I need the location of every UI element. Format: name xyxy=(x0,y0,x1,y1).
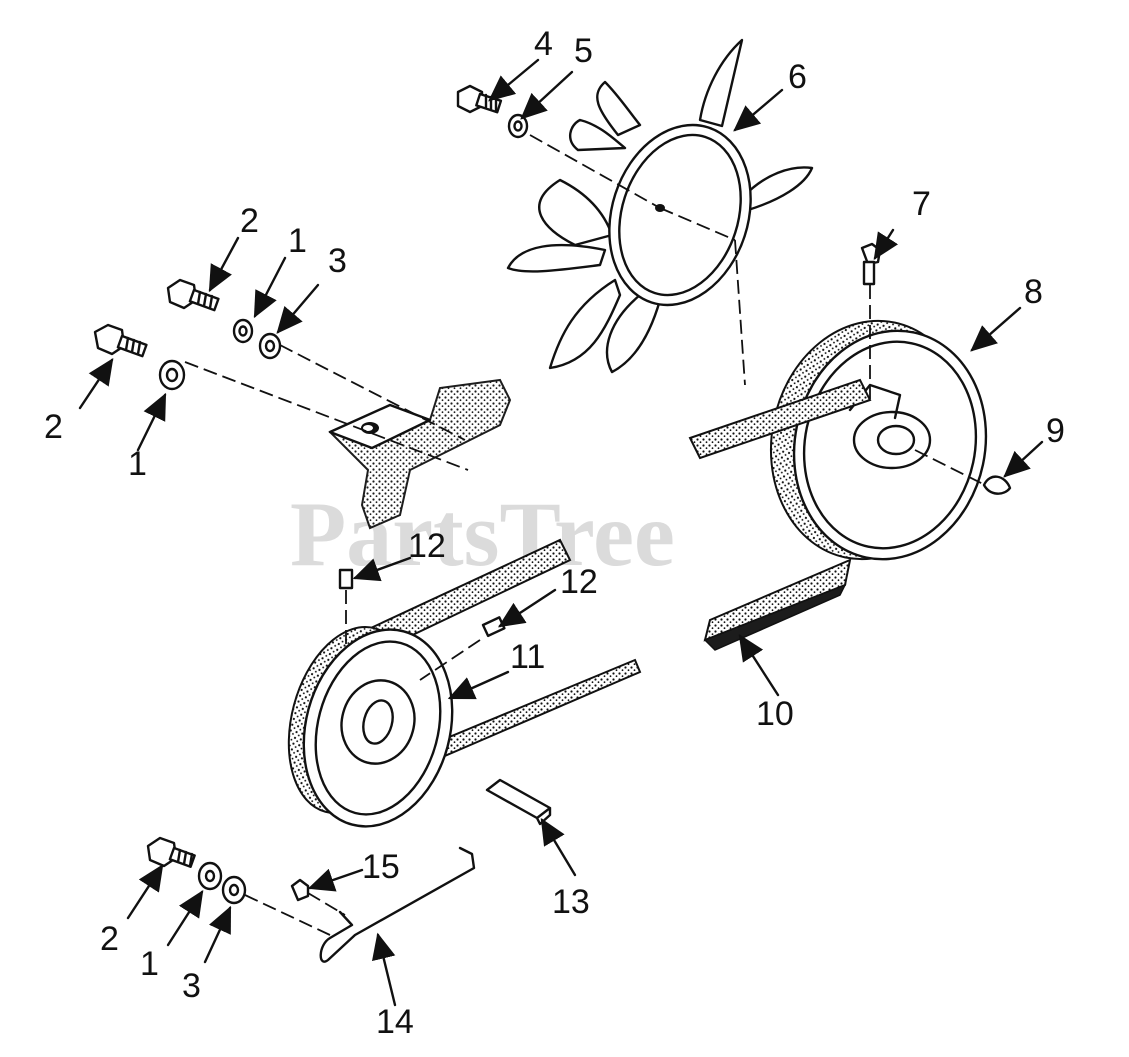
callout-8: 8 xyxy=(1024,273,1043,311)
callout-15: 15 xyxy=(362,848,400,886)
callout-1-lower: 1 xyxy=(140,945,159,983)
pulley-set-screw xyxy=(860,242,882,286)
rod-flat-washer xyxy=(221,875,247,905)
woodruff-key xyxy=(982,475,1012,495)
set-screw-top xyxy=(338,568,354,590)
callout-3-lower: 3 xyxy=(182,967,201,1005)
callout-12-side: 12 xyxy=(560,563,598,601)
fan-washer xyxy=(507,113,529,139)
callout-2-middle: 2 xyxy=(44,408,63,446)
spacer xyxy=(290,878,310,902)
callout-11: 11 xyxy=(510,638,545,676)
large-pulley xyxy=(769,319,988,561)
callout-1-upper: 1 xyxy=(288,222,307,260)
callout-5: 5 xyxy=(574,32,593,70)
callout-leaders xyxy=(78,58,1044,1007)
control-rod xyxy=(319,846,476,963)
bracket-bolt-upper xyxy=(166,278,220,312)
callout-12-top: 12 xyxy=(408,527,446,565)
callout-14: 14 xyxy=(376,1003,414,1041)
bracket-bolt-middle xyxy=(93,323,148,358)
callout-13: 13 xyxy=(552,883,590,921)
callout-2-upper: 2 xyxy=(240,202,259,240)
callout-10: 10 xyxy=(756,695,794,733)
square-key xyxy=(485,778,552,826)
rod-lock-washer xyxy=(197,861,223,891)
callout-2-lower: 2 xyxy=(100,920,119,958)
callout-6: 6 xyxy=(788,58,807,96)
fan-bolt xyxy=(456,84,503,114)
callout-3-upper: 3 xyxy=(328,242,347,280)
callout-4: 4 xyxy=(534,25,553,63)
rod-bolt xyxy=(146,836,196,869)
flat-washer-upper xyxy=(258,332,282,360)
mounting-bracket xyxy=(328,378,512,530)
callout-9: 9 xyxy=(1046,412,1065,450)
callout-7: 7 xyxy=(912,185,931,223)
lock-washer-upper xyxy=(232,318,254,344)
fan-blade-assembly xyxy=(506,38,814,374)
small-pulley xyxy=(287,626,454,828)
callout-1-middle: 1 xyxy=(128,445,147,483)
washer-middle xyxy=(158,359,186,391)
